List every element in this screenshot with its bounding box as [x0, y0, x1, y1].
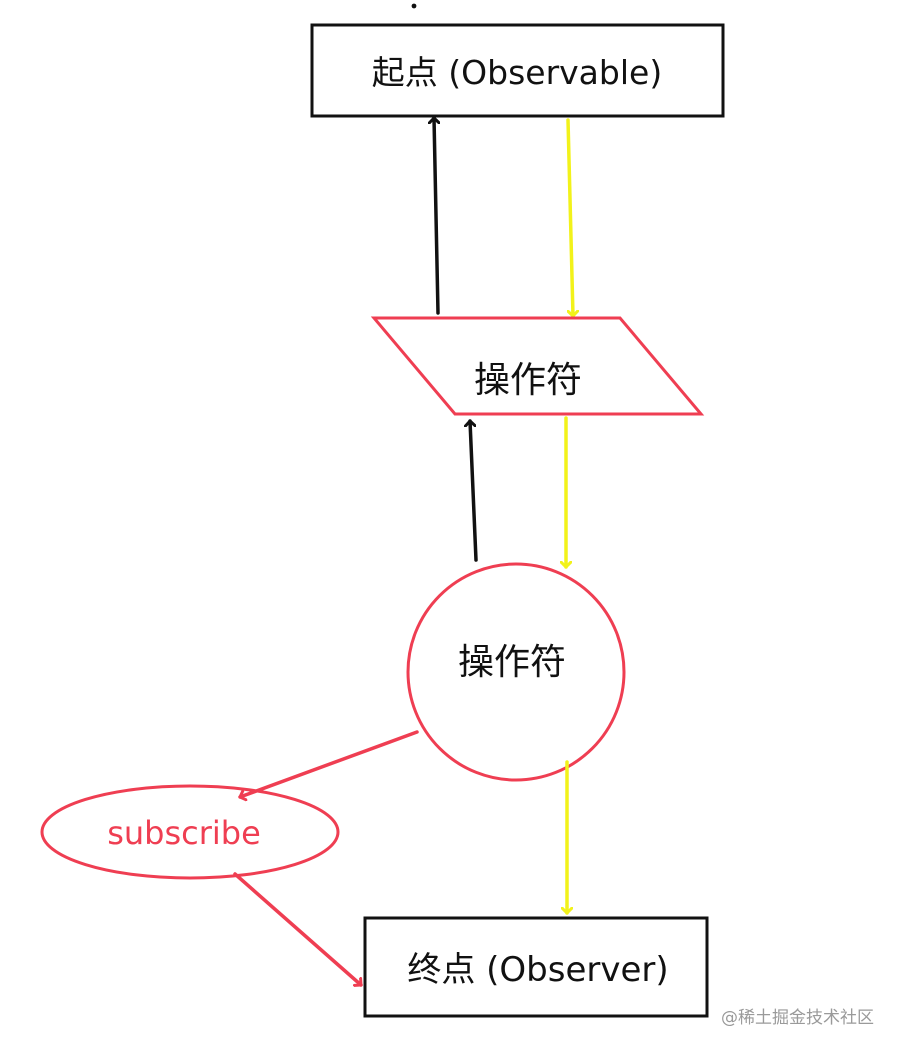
black-arrow-operator-to-start — [434, 116, 438, 315]
subscribe-label: subscribe — [107, 814, 261, 852]
subscribe-node: subscribe — [40, 784, 340, 880]
start-node: 起点 (Observable) — [310, 23, 725, 118]
watermark-text: @稀土掘金技术社区 — [721, 1008, 874, 1028]
operator-parallelogram-node: 操作符 — [370, 316, 705, 416]
end-node-label: 终点 (Observer) — [407, 950, 668, 990]
operator-parallelogram-label: 操作符 — [474, 360, 582, 401]
end-node: 终点 (Observer) — [363, 916, 709, 1018]
stray-dot — [411, 3, 417, 9]
black-arrow-circle-to-operator — [470, 419, 478, 562]
yellow-arrow-start-to-operator — [566, 118, 573, 318]
start-node-label: 起点 (Observable) — [372, 53, 662, 92]
red-arrow-subscribe-to-end — [233, 872, 363, 985]
operator-circle-label: 操作符 — [458, 642, 566, 683]
operator-circle-node: 操作符 — [406, 562, 626, 782]
red-arrow-circle-to-subscribe — [238, 730, 419, 797]
